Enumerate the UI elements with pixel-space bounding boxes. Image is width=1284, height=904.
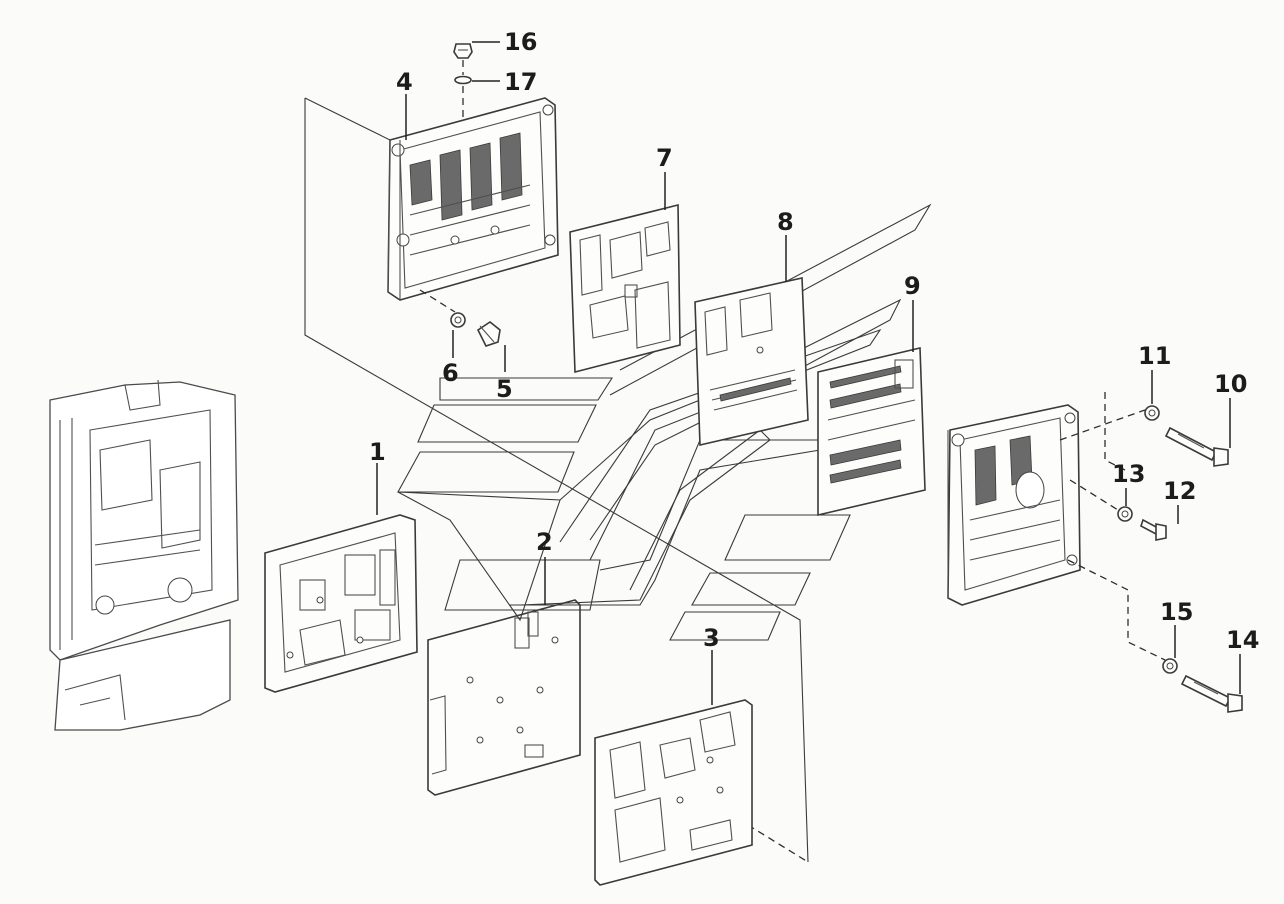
callout-2: 2: [536, 528, 553, 556]
part-15-washer[interactable]: [1162, 658, 1178, 674]
part-3-separator-plate[interactable]: [594, 699, 753, 886]
part-12-bolt[interactable]: [1140, 518, 1167, 541]
callout-12: 12: [1163, 477, 1196, 505]
part-10-bolt[interactable]: [1164, 426, 1229, 467]
callout-16: 16: [504, 28, 537, 56]
part-14-bolt[interactable]: [1180, 674, 1243, 713]
part-6-washer[interactable]: [450, 312, 466, 328]
callout-10: 10: [1214, 370, 1247, 398]
callout-17: 17: [504, 68, 537, 96]
callout-13: 13: [1112, 460, 1145, 488]
part-4-valve-body[interactable]: [387, 97, 559, 301]
callout-11: 11: [1138, 342, 1171, 370]
transmission-housing: [49, 379, 239, 731]
callout-8: 8: [777, 208, 794, 236]
part-5-bolt[interactable]: [476, 321, 501, 347]
callout-1: 1: [369, 438, 386, 466]
part-1-separator-plate[interactable]: [264, 514, 418, 693]
part-2-separator-plate[interactable]: [427, 599, 581, 796]
callout-9: 9: [904, 272, 921, 300]
part-16-plug[interactable]: [453, 43, 473, 59]
assembly-reference-lines: [304, 97, 809, 863]
callout-5: 5: [496, 375, 513, 403]
callout-15: 15: [1160, 598, 1193, 626]
callout-labels: 16 17 4 7 8 9 11 10 12 13 15 14 6 5 1 2 …: [369, 28, 1259, 654]
callout-3: 3: [703, 624, 720, 652]
part-9-gasket[interactable]: [817, 346, 926, 517]
leader-lines: [376, 41, 1241, 705]
part-17-o-ring[interactable]: [454, 75, 472, 85]
part-7-gasket[interactable]: [569, 203, 681, 374]
part-8-gasket[interactable]: [694, 277, 809, 446]
callout-4: 4: [396, 68, 413, 96]
right-valve-body[interactable]: [947, 404, 1081, 606]
gasket-outlines: [397, 203, 932, 641]
callout-6: 6: [442, 359, 459, 387]
callout-7: 7: [656, 144, 673, 172]
part-13-washer[interactable]: [1117, 506, 1133, 522]
callout-14: 14: [1226, 626, 1259, 654]
part-11-washer[interactable]: [1144, 405, 1160, 421]
